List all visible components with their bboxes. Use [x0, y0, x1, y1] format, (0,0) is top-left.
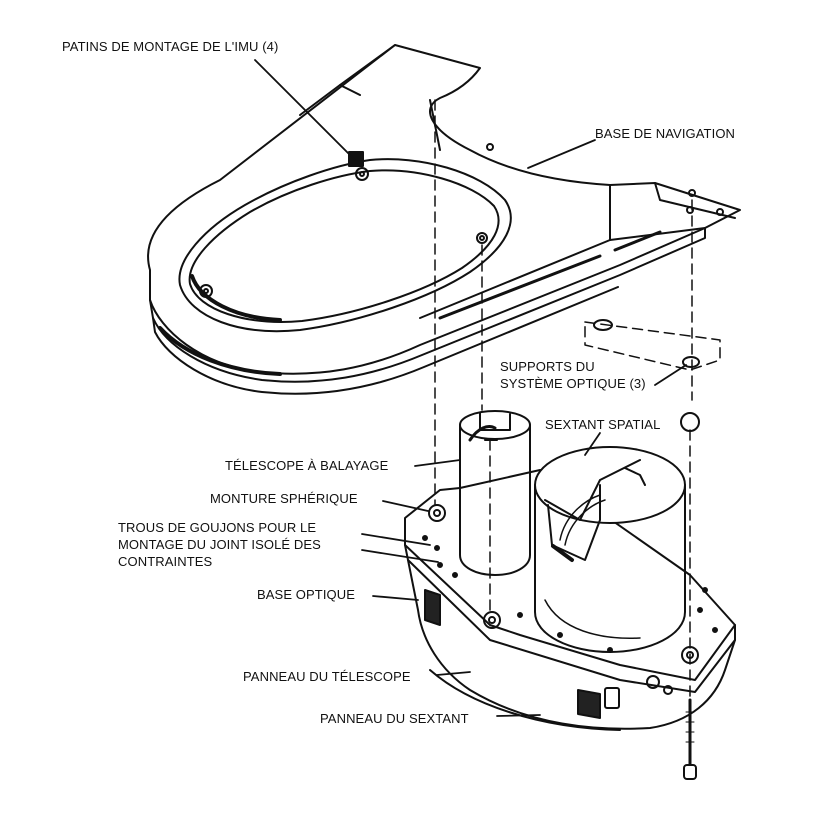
- label-telescope-panel: PANNEAU DU TÉLESCOPE: [243, 669, 411, 684]
- scanning-telescope: [459, 410, 531, 576]
- label-imu-mounting-pads: PATINS DE MONTAGE DE L'IMU (4): [62, 39, 279, 54]
- navigation-base: [147, 44, 741, 395]
- label-dowel-holes-line2: MONTAGE DU JOINT ISOLÉ DES: [118, 537, 321, 552]
- optics-base: [404, 469, 736, 731]
- label-optics-supports-line2: SYSTÈME OPTIQUE (3): [500, 376, 646, 391]
- label-navigation-base: BASE DE NAVIGATION: [595, 126, 736, 141]
- label-optics-supports-line1: SUPPORTS DU: [500, 359, 595, 374]
- label-dowel-holes-line3: CONTRAINTES: [118, 554, 213, 569]
- space-sextant: [534, 446, 686, 653]
- label-optics-base: BASE OPTIQUE: [257, 587, 356, 602]
- alignment-lines: [434, 99, 721, 746]
- label-sextant-panel: PANNEAU DU SEXTANT: [320, 711, 469, 726]
- label-space-sextant: SEXTANT SPATIAL: [545, 417, 661, 432]
- leader-lines: [254, 59, 687, 717]
- label-spherical-mount: MONTURE SPHÉRIQUE: [210, 491, 358, 506]
- label-dowel-holes: TROUS DE GOUJONS POUR LE MONTAGE DU JOIN…: [118, 519, 321, 570]
- optics-supports: [593, 319, 700, 432]
- mounting-bolt: [683, 698, 697, 780]
- label-scanning-telescope: TÉLESCOPE À BALAYAGE: [225, 458, 389, 473]
- label-dowel-holes-line1: TROUS DE GOUJONS POUR LE: [118, 520, 317, 535]
- label-optics-supports: SUPPORTS DU SYSTÈME OPTIQUE (3): [500, 358, 646, 392]
